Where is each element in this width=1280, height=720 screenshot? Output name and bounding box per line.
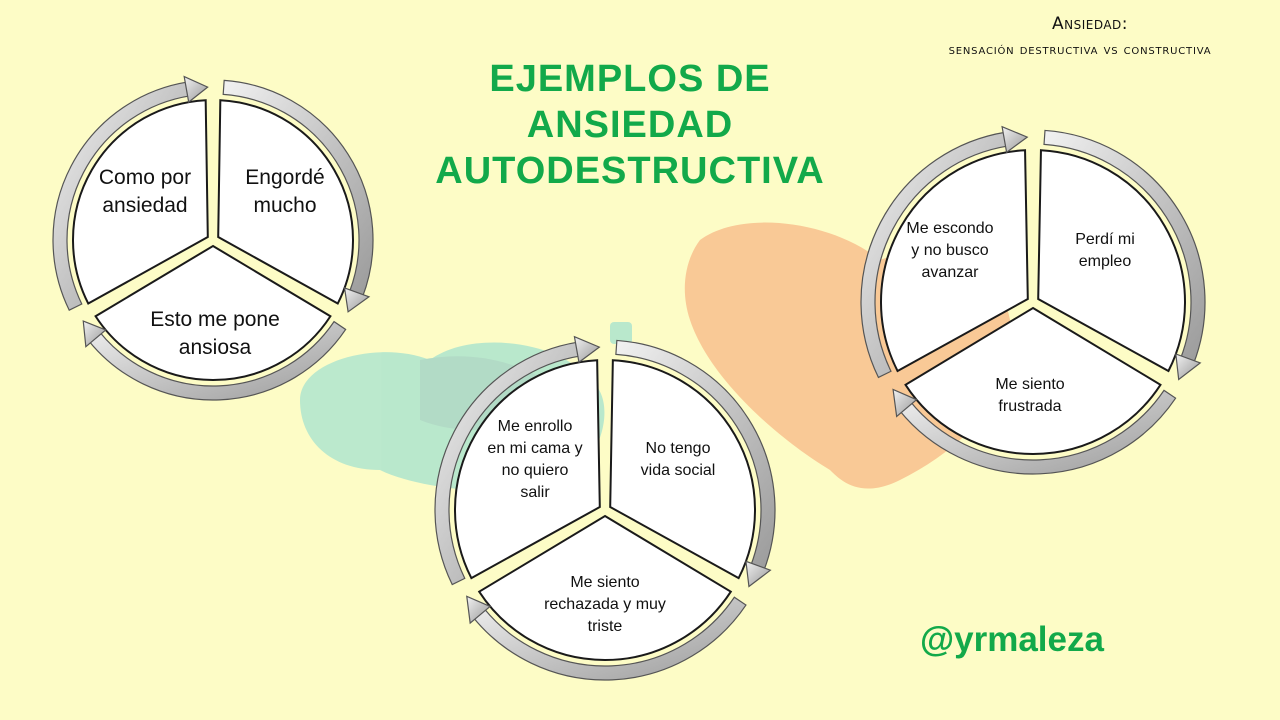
cycle-2 bbox=[434, 335, 776, 681]
cycle-2-arrowhead-2 bbox=[466, 595, 492, 625]
cycle-2-segment-3 bbox=[454, 359, 601, 580]
cycle-2-segment-1 bbox=[609, 359, 756, 580]
cycle-3-segment-3 bbox=[880, 149, 1029, 373]
cycle-2-segment-2 bbox=[477, 514, 733, 662]
author-handle: @yrmaleza bbox=[920, 620, 1104, 659]
cycle-1-segment-2 bbox=[94, 244, 332, 381]
cycle-1-segment-1 bbox=[217, 99, 354, 305]
cycle-1-segment-3 bbox=[72, 99, 209, 305]
cycle-3-segment-2 bbox=[904, 306, 1162, 456]
title-line-1: EJEMPLOS DE bbox=[489, 58, 771, 100]
cycle-2-arrowhead-1 bbox=[745, 560, 772, 588]
cycle-1 bbox=[52, 75, 374, 401]
header-subtitle: sensación destructiva vs constructiva bbox=[948, 42, 1212, 58]
cycle-3 bbox=[860, 125, 1206, 475]
cycle-1-arrowhead-2 bbox=[82, 320, 107, 348]
title-line-2: ANSIEDAD bbox=[526, 104, 734, 146]
header-title: Ansiedad: bbox=[1051, 14, 1129, 34]
page-title: EJEMPLOS DE ANSIEDAD AUTODESTRUCTIVA bbox=[410, 56, 850, 194]
cycle-3-arrowhead-1 bbox=[1175, 353, 1202, 381]
cycle-1-arrowhead-1 bbox=[343, 286, 371, 313]
cycle-3-arrowhead-3 bbox=[1001, 125, 1029, 154]
title-line-3: AUTODESTRUCTIVA bbox=[435, 150, 825, 192]
cycle-2-arrowhead-3 bbox=[573, 335, 601, 364]
cycle-3-segment-1 bbox=[1037, 149, 1186, 373]
cycle-1-arrowhead-3 bbox=[183, 75, 209, 104]
cycle-3-arrowhead-2 bbox=[892, 388, 918, 418]
